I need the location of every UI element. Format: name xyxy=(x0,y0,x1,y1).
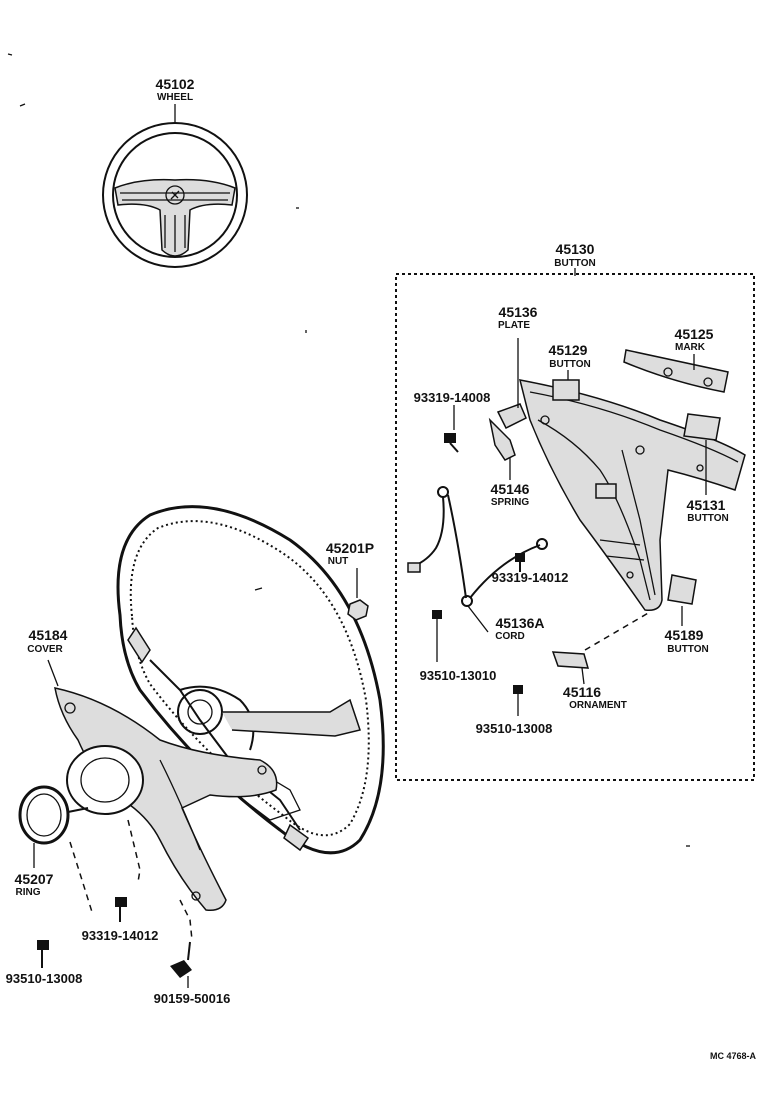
mark-part-name: MARK xyxy=(675,342,706,353)
ornament-part-number: 45116 xyxy=(563,684,601,700)
cover-part-number: 45184 xyxy=(29,627,68,643)
ornament-part-name: ORNAMENT xyxy=(569,700,627,711)
wheel-overview-illustration xyxy=(102,104,248,268)
mark-illustration xyxy=(623,349,729,393)
screw-93319-14008-illustration xyxy=(444,405,459,453)
wheel-part-number: 45102 xyxy=(156,76,195,92)
cover-part-name: COVER xyxy=(27,644,63,655)
screw-93510-13010-number: 93510-13010 xyxy=(420,668,497,683)
mark-part-number: 45125 xyxy=(675,326,714,342)
screw-93510-13008-outer-illustration xyxy=(37,940,49,968)
spring-illustration xyxy=(488,417,516,480)
main-steering-wheel-illustration xyxy=(116,505,385,855)
ring-part-number: 45207 xyxy=(15,871,54,887)
cord-illustration xyxy=(407,486,548,633)
cover-illustration xyxy=(47,659,278,912)
button-45131-illustration xyxy=(683,413,721,495)
lower-alignment-lines xyxy=(69,819,193,941)
button-45189-part-number: 45189 xyxy=(665,627,704,643)
button-45129-part-name: BUTTON xyxy=(549,359,590,370)
button-45129-illustration xyxy=(552,370,580,401)
screw-93510-13010-illustration xyxy=(432,610,442,662)
screw-93319-14012-outer-number: 93319-14012 xyxy=(82,928,159,943)
cord-part-number: 45136A xyxy=(495,615,544,631)
spring-part-name: SPRING xyxy=(491,497,530,508)
ornament-alignment-line xyxy=(584,611,651,651)
ring-part-name: RING xyxy=(16,887,41,898)
spring-part-number: 45146 xyxy=(491,481,530,497)
stray-marks xyxy=(7,53,307,333)
screw-93510-13008-inner-illustration xyxy=(513,685,523,716)
diagram-reference-code: MC 4768-A xyxy=(710,1051,757,1061)
nut-part-number: 45201P xyxy=(326,540,374,556)
nut-illustration xyxy=(347,568,369,621)
bolt-90159-50016-illustration xyxy=(170,941,192,988)
button-45129-part-number: 45129 xyxy=(549,342,588,358)
horn-pad-illustration xyxy=(518,379,746,612)
bolt-90159-50016-number: 90159-50016 xyxy=(154,991,231,1006)
screw-93319-14008-number: 93319-14008 xyxy=(414,390,491,405)
screw-93319-14012-inner-number: 93319-14012 xyxy=(492,570,569,585)
button-45189-part-name: BUTTON xyxy=(667,644,708,655)
nut-part-name: NUT xyxy=(328,556,349,567)
button-assembly-part-name: BUTTON xyxy=(554,258,595,269)
screw-93510-13008-outer-number: 93510-13008 xyxy=(6,971,83,986)
plate-part-name: PLATE xyxy=(498,320,530,331)
ornament-illustration xyxy=(551,651,590,685)
screw-93319-14012-inner-illustration xyxy=(515,553,525,572)
screw-93319-14012-outer-illustration xyxy=(115,897,127,922)
ring-illustration xyxy=(18,785,89,868)
button-45189-illustration xyxy=(667,574,697,626)
plate-part-number: 45136 xyxy=(499,304,538,320)
wheel-part-name: WHEEL xyxy=(157,92,193,103)
button-45131-part-name: BUTTON xyxy=(687,513,728,524)
screw-93510-13008-inner-number: 93510-13008 xyxy=(476,721,553,736)
button-45131-part-number: 45131 xyxy=(687,497,726,513)
button-assembly-part-number: 45130 xyxy=(556,241,595,257)
plate-illustration xyxy=(496,338,527,430)
cord-part-name: CORD xyxy=(495,631,524,642)
